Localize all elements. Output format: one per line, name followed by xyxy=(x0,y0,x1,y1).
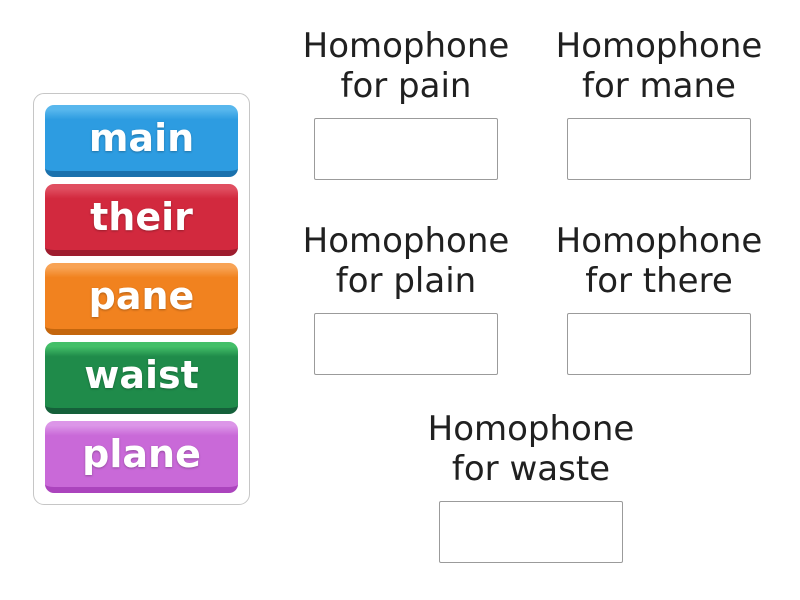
word-tile-label: plane xyxy=(82,432,201,476)
word-tile-waist[interactable]: waist xyxy=(45,342,238,414)
target-title-line1: Homophone xyxy=(427,409,635,449)
target-title-line1: Homophone xyxy=(555,26,763,66)
word-tile-their[interactable]: their xyxy=(45,184,238,256)
target-group-there: Homophone for there xyxy=(539,221,779,375)
drop-zone-waste[interactable] xyxy=(439,501,623,563)
word-tray: main their pane waist plane xyxy=(33,93,250,505)
target-title-line1: Homophone xyxy=(555,221,763,261)
word-tile-plane[interactable]: plane xyxy=(45,421,238,493)
drop-zone-mane[interactable] xyxy=(567,118,751,180)
target-title-line2: for mane xyxy=(582,66,736,106)
target-title-line2: for pain xyxy=(340,66,472,106)
word-tile-label: main xyxy=(88,116,195,160)
drop-zone-plain[interactable] xyxy=(314,313,498,375)
target-group-mane: Homophone for mane xyxy=(539,26,779,180)
target-title-line1: Homophone xyxy=(302,26,510,66)
word-tile-pane[interactable]: pane xyxy=(45,263,238,335)
target-title: Homophone for there xyxy=(539,221,779,301)
word-tile-label: pane xyxy=(88,274,195,318)
target-title: Homophone for plain xyxy=(286,221,526,301)
target-title-line1: Homophone xyxy=(302,221,510,261)
drop-zone-pain[interactable] xyxy=(314,118,498,180)
target-title-line2: for there xyxy=(585,261,733,301)
target-title: Homophone for pain xyxy=(286,26,526,106)
target-group-pain: Homophone for pain xyxy=(286,26,526,180)
target-group-plain: Homophone for plain xyxy=(286,221,526,375)
drop-zone-there[interactable] xyxy=(567,313,751,375)
word-tile-label: their xyxy=(90,195,193,239)
target-title: Homophone for mane xyxy=(539,26,779,106)
target-title-line2: for waste xyxy=(451,449,611,489)
word-tile-main[interactable]: main xyxy=(45,105,238,177)
target-group-waste: Homophone for waste xyxy=(411,409,651,563)
word-tile-label: waist xyxy=(84,353,199,397)
target-title: Homophone for waste xyxy=(411,409,651,489)
target-title-line2: for plain xyxy=(335,261,477,301)
